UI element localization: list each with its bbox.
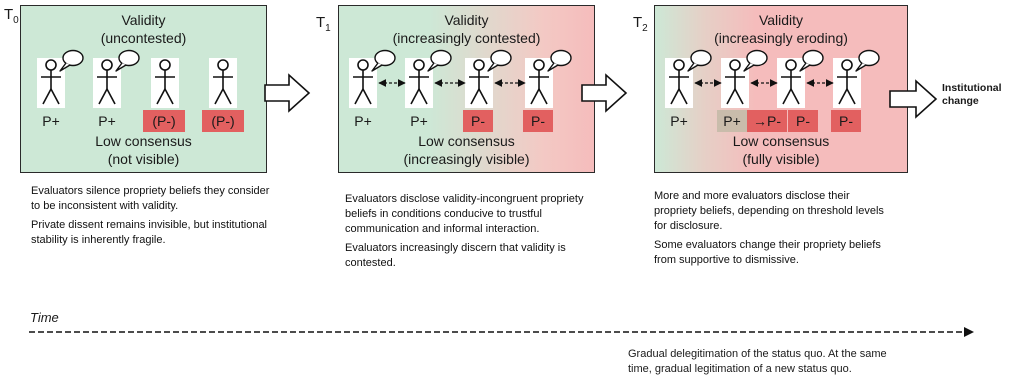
communication-arrow-icon — [806, 79, 834, 87]
stage-title: Validity (increasingly contested) — [392, 12, 541, 46]
speech-bubble-icon — [425, 48, 453, 74]
communication-arrow-icon — [378, 79, 406, 87]
belief-label-disclosed: P- — [831, 110, 861, 132]
communication-arrow-icon — [494, 79, 526, 87]
belief-label-disclosed: P- — [463, 110, 493, 132]
belief-label: P+ — [670, 113, 688, 129]
communication-arrow-icon — [750, 79, 778, 87]
belief-label-disclosed: P- — [788, 110, 818, 132]
stage-label-t0: T0 — [4, 6, 19, 26]
evaluator-figure — [209, 58, 237, 108]
speech-bubble-icon — [57, 48, 85, 74]
belief-label-hidden: (P-) — [143, 110, 185, 132]
stage-label-t1: T1 — [316, 14, 331, 34]
outcome-label: Institutional change — [942, 82, 1002, 107]
stage-transition-arrow — [264, 73, 311, 113]
communication-arrow-icon — [694, 79, 722, 87]
speech-bubble-icon — [485, 48, 513, 74]
speech-bubble-icon — [545, 48, 573, 74]
belief-label-disclosed: P- — [523, 110, 553, 132]
timeline-arrow — [29, 327, 974, 337]
belief-label: P+ — [410, 113, 428, 129]
stage-panel-t0: Validity (uncontested) P+ P+ (P-) (P-) L… — [20, 5, 267, 173]
evaluator-figure — [151, 58, 179, 108]
belief-label-changed: →P- — [747, 110, 787, 132]
speech-bubble-icon — [853, 48, 881, 74]
belief-label: P+ — [42, 113, 60, 129]
belief-label: P+ — [354, 113, 372, 129]
stage-description-t0: Evaluators silence propriety beliefs the… — [31, 185, 270, 246]
stage-description-t2: More and more evaluators disclose their … — [654, 190, 884, 266]
speech-bubble-icon — [369, 48, 397, 74]
speech-bubble-icon — [741, 48, 769, 74]
stage-title: Validity (increasingly eroding) — [714, 12, 848, 46]
belief-label-changing: P+ — [717, 110, 747, 132]
timeline-note: Gradual delegitimation of the status quo… — [628, 348, 887, 375]
speech-bubble-icon — [113, 48, 141, 74]
communication-arrow-icon — [434, 79, 466, 87]
stage-transition-arrow — [581, 73, 628, 113]
belief-label: P+ — [98, 113, 116, 129]
stage-description-t1: Evaluators disclose validity-incongruent… — [345, 193, 584, 269]
stage-panel-t2: Validity (increasingly eroding) P+ P+ →P… — [654, 5, 908, 173]
stage-panel-t1: Validity (increasingly contested) P+ P+ … — [338, 5, 595, 173]
stage-consensus: Low consensus (fully visible) — [732, 133, 830, 167]
time-label: Time — [30, 310, 59, 325]
stage-consensus: Low consensus (not visible) — [95, 133, 192, 167]
stage-label-t2: T2 — [633, 14, 648, 34]
speech-bubble-icon — [685, 48, 713, 74]
stage-title: Validity (uncontested) — [100, 12, 187, 46]
stage-consensus: Low consensus (increasingly visible) — [403, 133, 530, 167]
speech-bubble-icon — [797, 48, 825, 74]
belief-label-hidden: (P-) — [202, 110, 244, 132]
stage-transition-arrow — [889, 79, 938, 119]
